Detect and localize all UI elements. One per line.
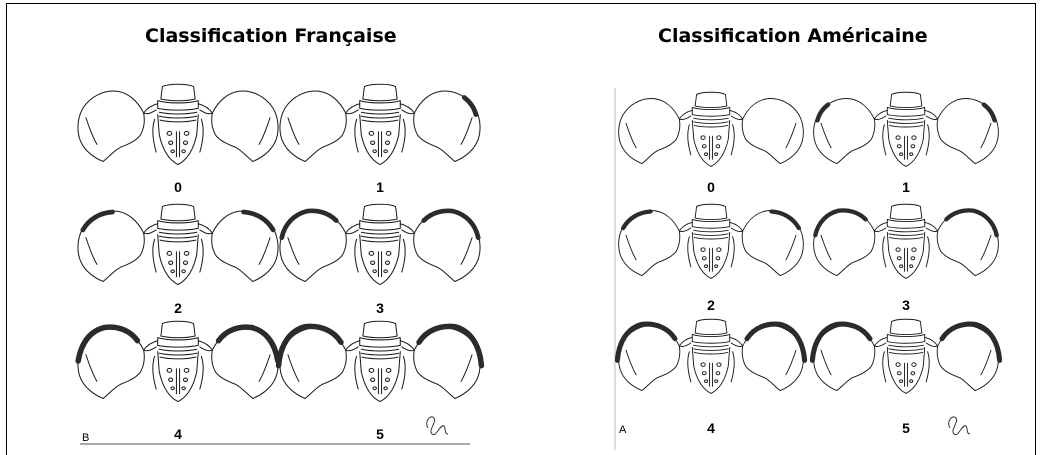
american-grade-4-label: 4 (707, 420, 715, 436)
american-grade-1-label: 1 (902, 179, 910, 195)
american-grade-2-pelvis (619, 204, 804, 278)
american-grade-5-label: 5 (902, 420, 910, 436)
french-grade-0-pelvis (78, 84, 278, 164)
american-grade-3-pelvis (814, 204, 999, 278)
french-artist-signature (427, 417, 448, 435)
american-grade-3-label: 3 (902, 297, 910, 313)
french-grade-5-label: 5 (376, 426, 384, 442)
french-grade-3-label: 3 (376, 300, 384, 316)
french-grade-0-label: 0 (174, 179, 182, 195)
american-corner-letter: A (619, 424, 627, 436)
french-grade-5-pelvis (279, 321, 482, 401)
american-grade-2-label: 2 (707, 297, 715, 313)
french-grade-2-pelvis (78, 204, 278, 284)
french-grade-4-label: 4 (174, 426, 182, 442)
american-grade-5-pelvis (812, 319, 999, 393)
french-grade-1-pelvis (280, 84, 480, 164)
french-panel: 0 1 2 3 4 5 B (78, 84, 481, 444)
american-grade-0-pelvis (619, 92, 804, 166)
french-grade-1-ossification (464, 97, 476, 114)
american-grade-1-pelvis (814, 92, 999, 166)
french-corner-letter: B (82, 432, 89, 444)
french-grade-4-pelvis (78, 321, 278, 401)
american-panel: 0 1 2 3 4 5 A (615, 88, 1000, 450)
french-grade-1-label: 1 (376, 179, 384, 195)
french-grade-2-label: 2 (174, 300, 182, 316)
french-grade-3-pelvis (280, 204, 480, 284)
american-grade-0-label: 0 (707, 179, 715, 195)
american-grade-4-pelvis (617, 319, 804, 393)
american-artist-signature (949, 417, 970, 435)
